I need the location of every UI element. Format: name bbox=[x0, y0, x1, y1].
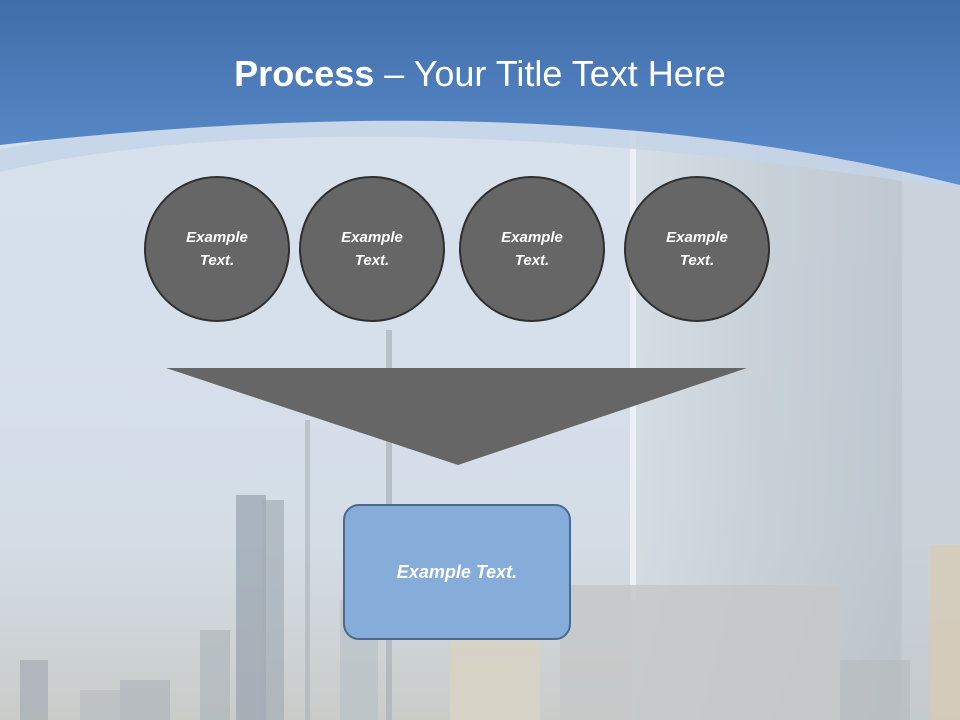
process-step-circle-2: Example Text. bbox=[299, 176, 445, 322]
process-step-label: Example Text. bbox=[501, 229, 563, 269]
process-step-label: Example Text. bbox=[666, 229, 728, 269]
result-box: Example Text. bbox=[343, 504, 571, 640]
process-step-circle-4: Example Text. bbox=[624, 176, 770, 322]
slide-title: Process – Your Title Text Here bbox=[0, 52, 960, 96]
title-bold-text: Process bbox=[234, 53, 375, 94]
process-step-label: Example Text. bbox=[341, 229, 403, 269]
process-step-label: Example Text. bbox=[186, 229, 248, 269]
process-step-circle-1: Example Text. bbox=[144, 176, 290, 322]
process-step-circle-3: Example Text. bbox=[459, 176, 605, 322]
funnel-triangle bbox=[166, 368, 747, 465]
result-label: Example Text. bbox=[396, 561, 518, 582]
title-rest-text: – Your Title Text Here bbox=[374, 53, 726, 94]
